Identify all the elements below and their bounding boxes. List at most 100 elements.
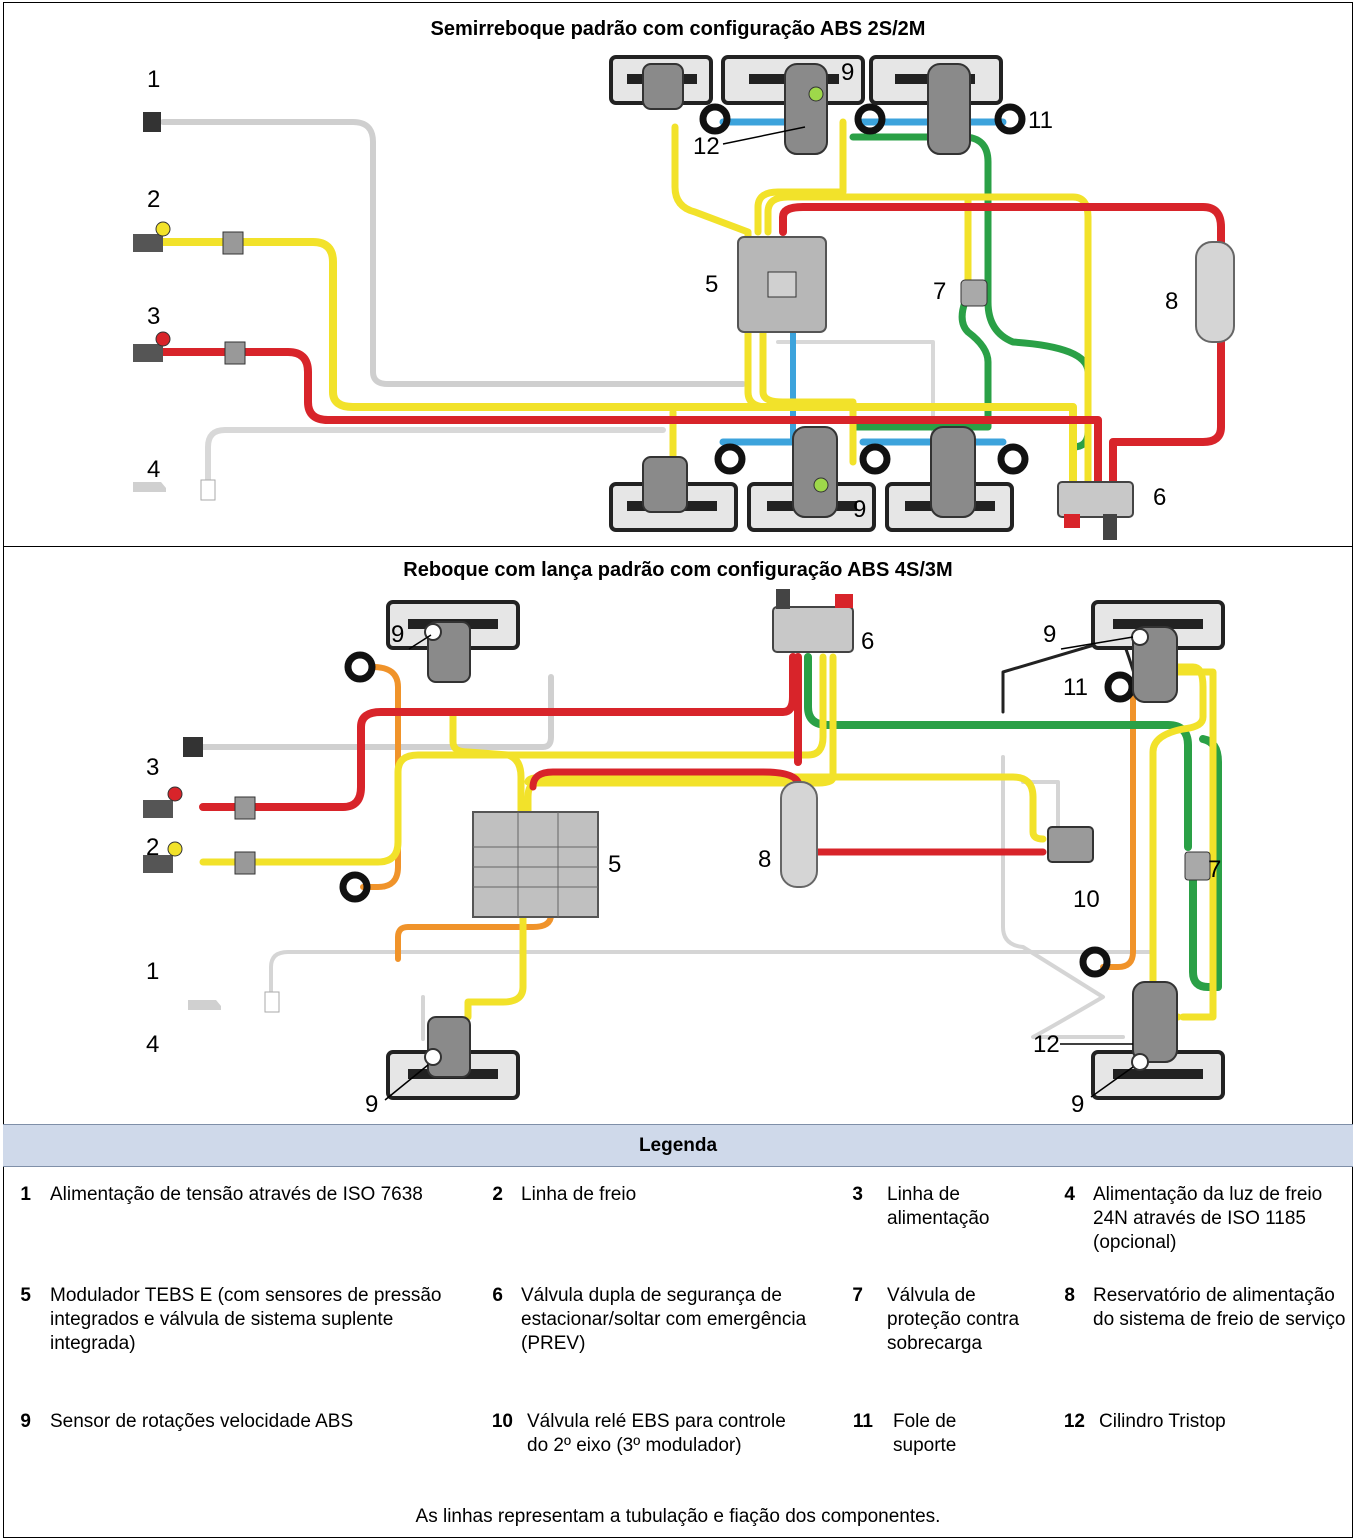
supply-line	[159, 348, 1102, 496]
label-3: 3	[147, 303, 160, 330]
tebs-modulator-icon	[472, 811, 599, 918]
legend: 1 Alimentação de tensão através de ISO 7…	[20, 1184, 1346, 1456]
line-filter-icon	[234, 796, 256, 820]
prev-valve-icon	[1057, 481, 1134, 518]
legend-header: Legenda	[3, 1124, 1353, 1167]
brake-coupling-icon	[133, 234, 163, 252]
tristop-cylinder-icon	[784, 63, 828, 155]
label-2: 2	[147, 186, 160, 213]
brake-line	[1174, 668, 1217, 751]
label-8: 8	[1165, 288, 1178, 315]
bellows-icon	[997, 443, 1029, 475]
brake-coupling-icon	[143, 855, 173, 873]
page-frame	[3, 2, 1353, 1538]
label-9: 9	[1071, 1091, 1084, 1118]
abs-sensor-icon	[1131, 1053, 1149, 1071]
tristop-cylinder-icon	[792, 426, 838, 518]
label-6: 6	[861, 628, 874, 655]
bellows-icon	[859, 443, 891, 475]
label-5: 5	[705, 271, 718, 298]
iso1185-plug-icon	[133, 482, 166, 492]
brake-line	[159, 238, 1077, 491]
brake-chamber-icon	[642, 63, 684, 110]
label-3: 3	[146, 754, 159, 781]
brake-chamber-icon	[930, 426, 976, 518]
electric-line	[269, 950, 1155, 997]
brake-line	[759, 328, 857, 466]
prev-valve-icon	[772, 606, 854, 653]
label-5: 5	[608, 851, 621, 878]
overload-valve-icon	[960, 279, 988, 307]
line-filter-icon	[222, 231, 244, 255]
diagram-title: Semirreboque padrão com configuração ABS…	[430, 18, 926, 40]
reservoir-icon	[780, 781, 818, 888]
supply-line	[779, 203, 1225, 496]
pressure-line	[849, 298, 992, 431]
electric-line	[1001, 755, 1125, 1039]
bellows-icon	[714, 443, 746, 475]
label-2: 2	[146, 834, 159, 861]
bellows-line	[360, 664, 401, 890]
brake-line	[1179, 743, 1217, 1021]
bellows-icon	[339, 871, 371, 903]
label-12: 12	[1033, 1031, 1060, 1058]
label-1: 1	[146, 958, 159, 985]
relay-valve-icon	[1047, 826, 1094, 863]
electric-line	[1021, 780, 1060, 829]
brake-chamber-icon	[927, 63, 971, 155]
supply-coupling-icon	[133, 344, 163, 362]
brake-line	[449, 708, 525, 816]
label-9: 9	[365, 1091, 378, 1118]
diagram-drawbar-trailer: Reboque com lança padrão com configuraçã…	[3, 547, 1353, 1124]
electric-line	[205, 427, 666, 493]
label-9: 9	[391, 621, 404, 648]
label-10: 10	[1073, 886, 1100, 913]
diagram-semitrailer: Semirreboque padrão com configuração ABS…	[3, 2, 1353, 547]
brake-line	[671, 123, 772, 411]
iso7638-plug-icon	[143, 112, 161, 132]
electric-line	[200, 674, 554, 750]
label-12: 12	[693, 133, 720, 160]
brake-line	[754, 118, 847, 236]
iso7638-plug-icon	[183, 737, 203, 757]
bellows-icon	[1079, 946, 1111, 978]
bellows-icon	[994, 103, 1026, 135]
bellows-icon	[1104, 671, 1136, 703]
drawbar-trailer-schematic: 3 2 1 4 5 6 7 8 9 9 9 9 10 11 12	[143, 589, 1225, 1118]
overload-valve-icon	[1184, 851, 1211, 881]
supply-line	[529, 768, 802, 791]
label-4: 4	[146, 1031, 159, 1058]
tristop-cylinder-icon	[1132, 626, 1178, 703]
brake-chamber-icon	[427, 1016, 471, 1078]
legend-note: As linhas representam a tubulação e fiaç…	[415, 1506, 941, 1527]
label-9: 9	[1043, 621, 1056, 648]
label-7: 7	[933, 278, 946, 305]
brake-chamber-icon	[642, 456, 688, 513]
label-7: 7	[1208, 856, 1221, 883]
label-4: 4	[147, 456, 160, 483]
line-filter-icon	[224, 341, 246, 365]
line-filter-icon	[234, 851, 256, 875]
diagram-title: Reboque com lança padrão com configuraçã…	[403, 559, 953, 581]
semitrailer-schematic: 1 2 3 4 5 6 7 8 9 9 11 12	[133, 55, 1235, 540]
label-8: 8	[758, 846, 771, 873]
supply-line	[199, 653, 797, 811]
bellows-icon	[854, 103, 886, 135]
label-9: 9	[841, 59, 854, 86]
abs-sensor-icon	[813, 477, 829, 493]
label-1: 1	[147, 66, 160, 93]
abs-sensor-icon	[1131, 628, 1149, 646]
reservoir-icon	[1195, 241, 1235, 343]
iso1185-plug-icon	[188, 1000, 221, 1010]
pressure-line	[804, 653, 1192, 851]
bellows-icon	[699, 103, 731, 135]
label-11: 11	[1063, 674, 1088, 701]
brake-line	[199, 653, 827, 866]
supply-coupling-icon	[143, 800, 173, 818]
electric-line	[160, 119, 746, 387]
brake-line	[464, 913, 527, 1021]
label-9: 9	[853, 496, 866, 523]
abs-sensor-icon	[808, 86, 824, 102]
bellows-line	[395, 874, 554, 962]
label-6: 6	[1153, 484, 1166, 511]
